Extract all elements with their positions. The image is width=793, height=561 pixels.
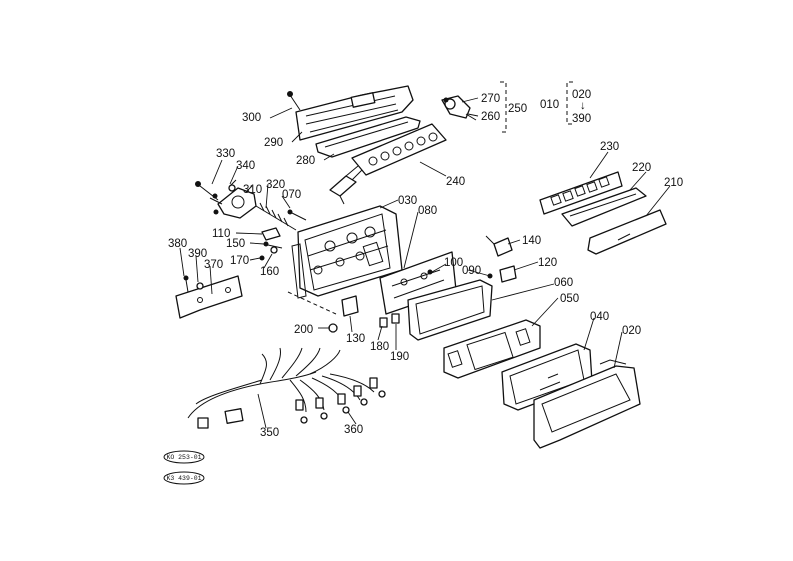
label-140: 140: [522, 235, 541, 247]
label-300: 300: [242, 112, 261, 124]
label-230: 230: [600, 141, 619, 153]
label-050: 050: [560, 293, 579, 305]
label-330: 330: [216, 148, 235, 160]
label-130: 130: [346, 333, 365, 345]
part-050-panel: [443, 319, 541, 379]
label-250: 250: [508, 103, 527, 115]
label-080: 080: [418, 205, 437, 217]
label-150: 150: [226, 238, 245, 250]
part-200-cap: [328, 323, 338, 333]
bracket-250: [500, 81, 507, 133]
leader-lines: [179, 97, 671, 429]
part-290-bracket: [295, 85, 414, 141]
part-170-screw: [259, 255, 265, 261]
label-350: 350: [260, 427, 279, 439]
label-210: 210: [664, 177, 683, 189]
part-320-rod: [255, 202, 297, 231]
bracket-010: [566, 81, 573, 125]
part-100-screw: [427, 269, 433, 275]
part-240-plate: [351, 123, 447, 176]
part-300-screw: [287, 91, 301, 111]
label-090: 090: [462, 265, 481, 277]
part-240-connector: [329, 165, 363, 205]
label-170: 170: [230, 255, 249, 267]
callout-labels: 300 290 280 240 270 260 250 010 020 ↓ 39…: [168, 89, 683, 439]
part-110-clip: [261, 227, 281, 241]
label-320: 320: [266, 179, 285, 191]
label-240: 240: [446, 176, 465, 188]
label-390: 390: [188, 248, 207, 260]
label-360: 360: [344, 424, 363, 436]
part-190-bulb: [391, 313, 400, 324]
label-030: 030: [398, 195, 417, 207]
label-020: 020: [622, 325, 641, 337]
part-350-harness: [187, 347, 375, 429]
part-230-panel: [539, 171, 623, 215]
label-290: 290: [264, 137, 283, 149]
part-160-nut: [270, 246, 278, 254]
label-020-top: 020: [572, 89, 591, 101]
label-100: 100: [444, 257, 463, 269]
part-370-bracket: [175, 275, 243, 319]
label-220: 220: [632, 162, 651, 174]
part-130-holder: [341, 295, 359, 317]
part-020-case: [533, 359, 641, 449]
label-040: 040: [590, 311, 609, 323]
label-060: 060: [554, 277, 573, 289]
label-390-top: 390: [572, 113, 591, 125]
label-120: 120: [538, 257, 557, 269]
label-310: 310: [243, 184, 262, 196]
stamp-bottom-text: K3 439-01: [166, 475, 201, 482]
label-arrow: ↓: [580, 100, 586, 112]
label-260: 260: [481, 111, 500, 123]
part-210-lens: [587, 209, 667, 255]
part-280-gasket: [315, 116, 421, 158]
part-380-screw: [183, 275, 189, 293]
guide-line-080: [287, 291, 337, 315]
part-360-bulbs: [295, 377, 386, 424]
label-010: 010: [540, 99, 559, 111]
label-340: 340: [236, 160, 255, 172]
label-380: 380: [168, 238, 187, 250]
stamp-bottom: K3 439-01: [163, 471, 205, 485]
label-180: 180: [370, 341, 389, 353]
part-120-clip: [499, 265, 517, 283]
label-200: 200: [294, 324, 313, 336]
part-070-screw: [287, 209, 307, 221]
label-270: 270: [481, 93, 500, 105]
part-060-frame: [407, 279, 493, 341]
label-370: 370: [204, 259, 223, 271]
stamp-top: KO 253-01: [163, 450, 205, 464]
part-390-washer: [196, 282, 204, 290]
part-340-nut: [212, 184, 236, 215]
label-190: 190: [390, 351, 409, 363]
part-180-bulb: [379, 317, 388, 328]
label-070: 070: [282, 189, 301, 201]
part-220-bezel: [561, 187, 647, 227]
stamp-top-text: KO 253-01: [166, 454, 201, 461]
label-110: 110: [212, 228, 230, 240]
label-160: 160: [260, 266, 279, 278]
label-280: 280: [296, 155, 315, 167]
part-140-clip: [485, 235, 513, 257]
